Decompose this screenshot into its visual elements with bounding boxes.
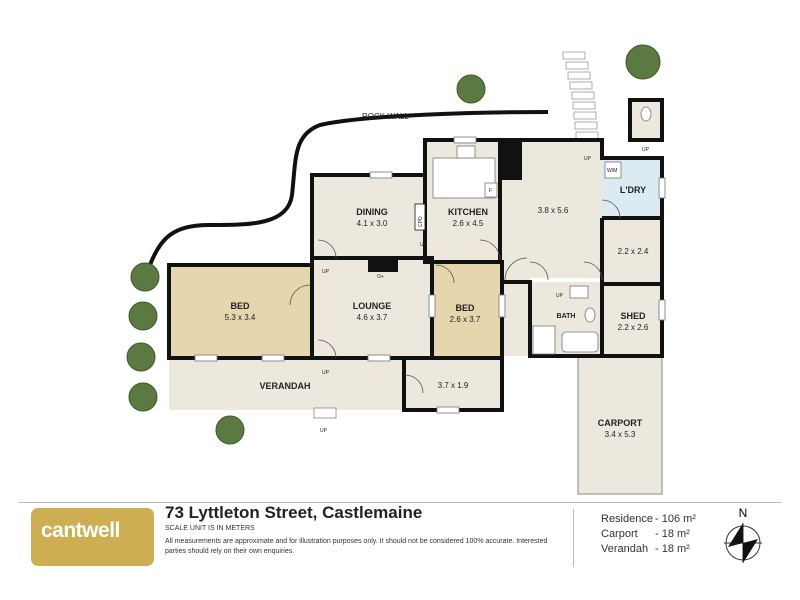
- room-dim-store: 2.2 x 2.4: [618, 247, 649, 256]
- floor-plan: ROCK WALL: [126, 44, 666, 495]
- room-name-verandah: VERANDAH: [259, 381, 310, 391]
- footer: cantwell property castlemaine 73 Lyttlet…: [18, 502, 782, 593]
- area-name: Carport: [601, 528, 638, 540]
- verandah-floor: [169, 358, 404, 410]
- wall-oven-label: O+: [377, 274, 384, 280]
- dining-floor: [312, 175, 425, 258]
- store-floor: [602, 218, 662, 284]
- room-dim-living: 3.8 x 5.6: [538, 206, 569, 215]
- cupboard-box: [414, 203, 426, 231]
- up-label: UP: [322, 370, 330, 376]
- up-label: UP: [642, 147, 650, 153]
- windows: [194, 136, 666, 414]
- property-address: 73 Lyttleton Street, Castlemaine: [165, 503, 423, 522]
- fireplace-living: [502, 142, 522, 180]
- room-name-bath: BATH: [557, 313, 576, 320]
- room-name-bed-1: BED: [230, 301, 250, 311]
- area-value: - 18 m²: [655, 543, 690, 555]
- up-label: UP: [556, 293, 564, 299]
- shower: [532, 325, 556, 355]
- kitchen-sink: [456, 145, 476, 159]
- north-label: N: [739, 506, 748, 520]
- cupboard-label: CPD: [418, 216, 424, 227]
- area-row: Residence- 106 m²: [601, 513, 696, 528]
- brand-logo: cantwell: [31, 508, 154, 566]
- room-name-shed: SHED: [620, 311, 646, 321]
- room-name-dining: DINING: [356, 207, 388, 217]
- room-dim-kitchen: 2.6 x 4.5: [453, 219, 484, 228]
- rock-wall: [146, 110, 549, 271]
- area-row: Carport - 18 m²: [601, 528, 696, 543]
- room-name-bed-2: BED: [455, 303, 475, 313]
- brand-word: cantwell: [41, 519, 120, 542]
- divider: [573, 509, 574, 567]
- fridge-label: F: [489, 188, 492, 194]
- lounge-floor: [312, 258, 432, 358]
- room-dim-bed-2: 2.6 x 3.7: [450, 315, 481, 324]
- area-summary: Residence- 106 m² Carport - 18 m² Veranda…: [601, 513, 696, 558]
- area-name: Residence: [601, 513, 653, 525]
- washing-machine-label: W/M: [607, 168, 617, 174]
- room-dim-carport: 3.4 x 5.3: [605, 430, 636, 439]
- up-label: UP: [320, 428, 328, 434]
- bed-2-floor: [432, 262, 502, 358]
- disclaimer: All measurements are approximate and for…: [165, 538, 548, 555]
- room-dim-dining: 4.1 x 3.0: [357, 219, 388, 228]
- door-swings: [289, 199, 621, 394]
- carport-floor: [577, 355, 663, 495]
- toilet-bath: [584, 307, 596, 323]
- area-value: - 18 m²: [655, 528, 690, 540]
- step-up-markers: UP UP UP UP UP UP UP: [320, 147, 650, 434]
- room-dim-lounge: 4.6 x 3.7: [357, 313, 388, 322]
- trees: [126, 44, 661, 445]
- toilet-outhouse: [640, 106, 652, 122]
- bed-1-floor: [169, 265, 312, 358]
- room-dim-bed-1: 5.3 x 3.4: [225, 313, 256, 322]
- up-label: UP: [420, 242, 428, 248]
- north-compass-icon: N: [724, 506, 762, 563]
- verandah-step: [313, 407, 337, 419]
- fridge-box: [484, 182, 498, 198]
- area-name: Verandah: [601, 543, 649, 555]
- bathtub: [561, 331, 599, 353]
- room-name-kitchen: KITCHEN: [448, 207, 488, 217]
- fireplace-lounge: [368, 259, 398, 272]
- room-name-carport: CARPORT: [598, 418, 643, 428]
- up-label: UP: [322, 269, 330, 275]
- rock-wall-label: ROCK WALL: [362, 112, 409, 121]
- room-name-laundry: L'DRY: [620, 185, 646, 195]
- area-value: - 106 m²: [655, 513, 696, 525]
- room-name-lounge: LOUNGE: [353, 301, 392, 311]
- brand-sub: property castlemaine: [32, 548, 148, 560]
- garden-steps: [562, 51, 599, 140]
- scale-note: SCALE UNIT IS IN METERS: [165, 525, 255, 532]
- vanity: [569, 285, 589, 299]
- hall-floor: [502, 278, 530, 356]
- room-dim-sunroom: 3.7 x 1.9: [438, 381, 469, 390]
- room-dim-shed: 2.2 x 2.6: [618, 323, 649, 332]
- up-label: UP: [584, 156, 592, 162]
- area-row: Verandah - 18 m²: [601, 543, 696, 558]
- shed-floor: [602, 284, 662, 356]
- washing-machine-box: [604, 161, 622, 179]
